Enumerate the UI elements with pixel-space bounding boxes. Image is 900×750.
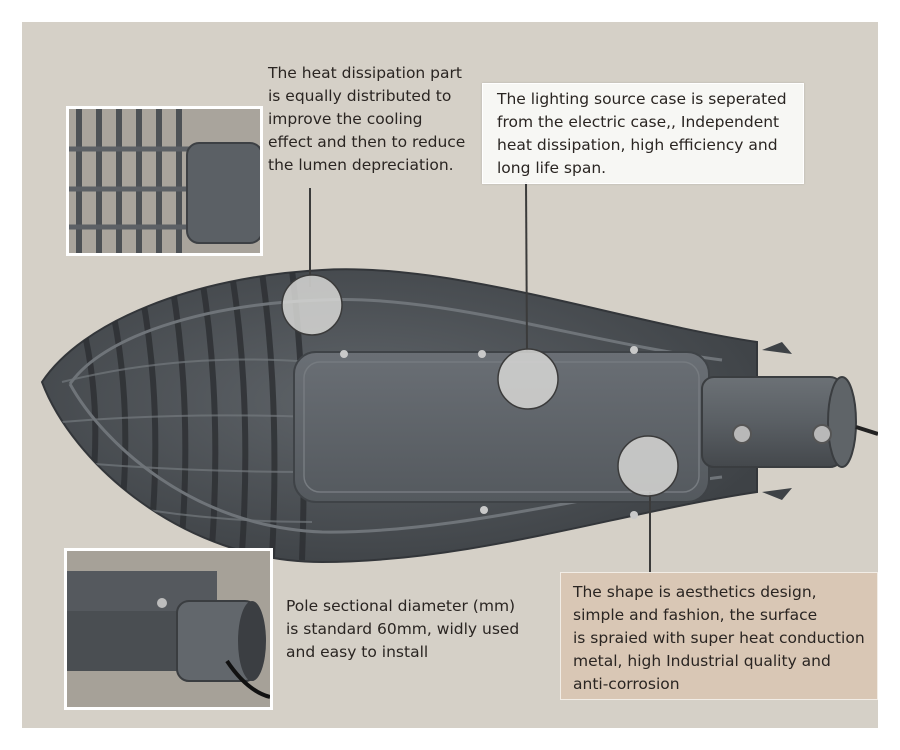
callout-shape: The shape is aesthetics design, simple a…	[560, 572, 878, 700]
pole-mount	[701, 342, 878, 500]
street-light-illustration	[40, 181, 878, 584]
callout-lighting-source: The lighting source case is seperated fr…	[482, 83, 804, 184]
product-photo: The heat dissipation part is equally dis…	[22, 22, 878, 728]
callout-heat-dissipation: The heat dissipation part is equally dis…	[268, 64, 466, 174]
inset-pole-mount-photo	[64, 548, 273, 710]
inset-heat-sink-photo	[66, 106, 263, 256]
callout-connectors	[281, 181, 679, 584]
callout-pole-diameter: Pole sectional diameter (mm) is standard…	[286, 597, 520, 661]
